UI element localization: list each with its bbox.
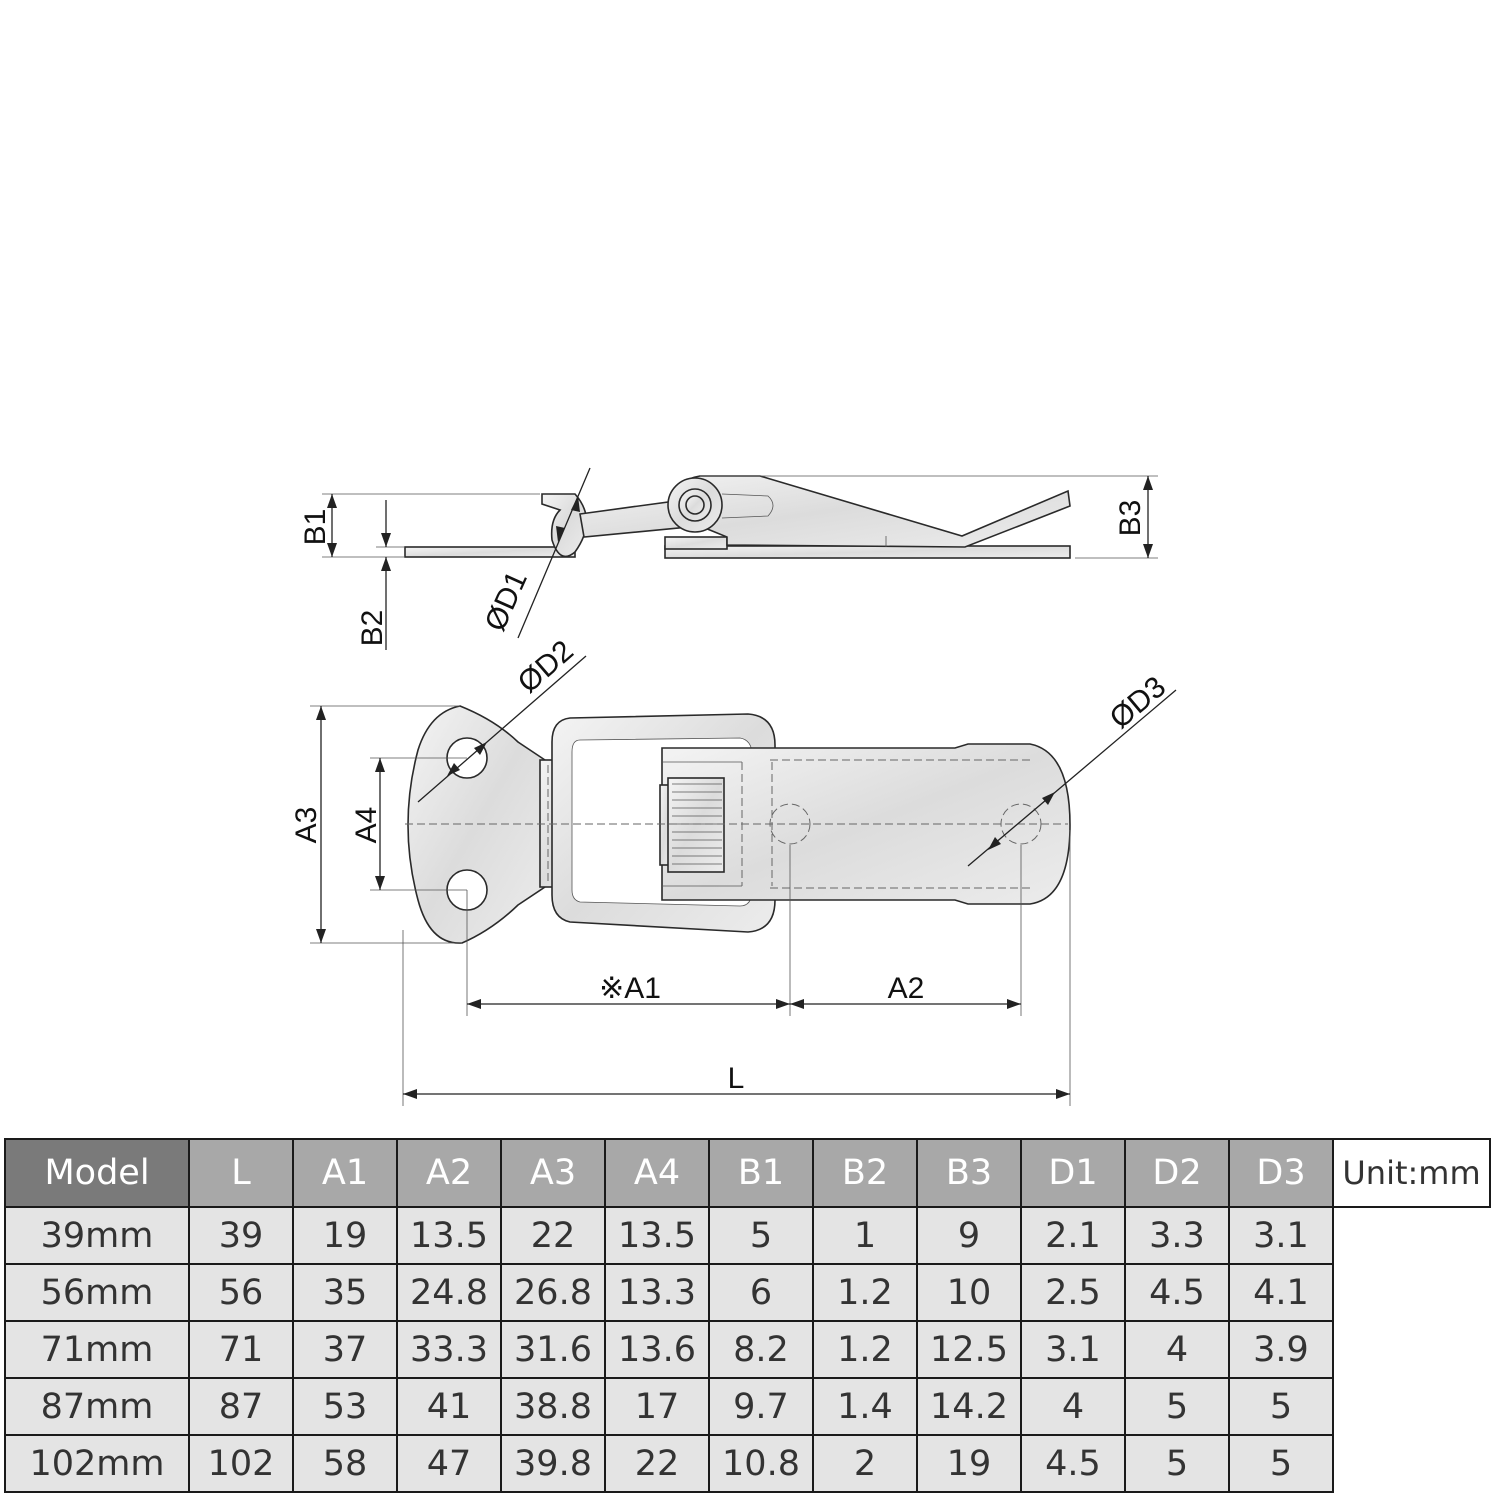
- table-cell: 3.1: [1228, 1206, 1334, 1265]
- table-cell: 13.6: [604, 1320, 710, 1379]
- table-cell: 87: [188, 1377, 294, 1436]
- header-model: Model: [4, 1138, 190, 1208]
- table-cell: 22: [604, 1434, 710, 1493]
- table-row: 39mm 39 19 13.5 22 13.5 5 1 9 2.1 3.3 3.…: [4, 1206, 1490, 1265]
- header-b1: B1: [708, 1138, 814, 1208]
- label-d1: ØD1: [479, 566, 534, 636]
- header-b3: B3: [916, 1138, 1022, 1208]
- table-cell: 87mm: [4, 1377, 190, 1436]
- table-row: 56mm 56 35 24.8 26.8 13.3 6 1.2 10 2.5 4…: [4, 1263, 1490, 1322]
- table-cell: 12.5: [916, 1320, 1022, 1379]
- label-b3: B3: [1114, 500, 1147, 537]
- table-cell: 4: [1124, 1320, 1230, 1379]
- table-cell: 5: [1124, 1377, 1230, 1436]
- table-cell: 22: [500, 1206, 606, 1265]
- header-a2: A2: [396, 1138, 502, 1208]
- table-cell: 102: [188, 1434, 294, 1493]
- unit-note: Unit:mm: [1332, 1138, 1491, 1208]
- table-cell: 4.1: [1228, 1263, 1334, 1322]
- table-cell: 33.3: [396, 1320, 502, 1379]
- table-cell: 2.5: [1020, 1263, 1126, 1322]
- header-d2: D2: [1124, 1138, 1230, 1208]
- table-cell: 1.2: [812, 1263, 918, 1322]
- table-cell: 13.3: [604, 1263, 710, 1322]
- label-a2: A2: [888, 972, 925, 1005]
- table-cell: 37: [292, 1320, 398, 1379]
- table-cell: 53: [292, 1377, 398, 1436]
- table-cell: 3.1: [1020, 1320, 1126, 1379]
- table-cell: 3.3: [1124, 1206, 1230, 1265]
- table-cell: 10.8: [708, 1434, 814, 1493]
- table-header-row: Model L A1 A2 A3 A4 B1 B2 B3 D1 D2 D3 Un…: [4, 1138, 1491, 1208]
- label-d2: ØD2: [512, 634, 580, 699]
- table-cell: 71: [188, 1320, 294, 1379]
- table-cell: 47: [396, 1434, 502, 1493]
- table-cell: 5: [708, 1206, 814, 1265]
- table-cell: 8.2: [708, 1320, 814, 1379]
- table-cell: 26.8: [500, 1263, 606, 1322]
- table-cell: 6: [708, 1263, 814, 1322]
- table-cell: 39: [188, 1206, 294, 1265]
- table-cell: 58: [292, 1434, 398, 1493]
- table-cell: 2.1: [1020, 1206, 1126, 1265]
- side-view: [404, 475, 1071, 559]
- table-cell: 38.8: [500, 1377, 606, 1436]
- table-cell: 5: [1228, 1434, 1334, 1493]
- table-cell: 1.2: [812, 1320, 918, 1379]
- table-row: 71mm 71 37 33.3 31.6 13.6 8.2 1.2 12.5 3…: [4, 1320, 1490, 1379]
- table-cell: 5: [1228, 1377, 1334, 1436]
- header-d1: D1: [1020, 1138, 1126, 1208]
- table-cell: 56: [188, 1263, 294, 1322]
- header-d3: D3: [1228, 1138, 1334, 1208]
- table-cell: 41: [396, 1377, 502, 1436]
- table-row: 87mm 87 53 41 38.8 17 9.7 1.4 14.2 4 5 5: [4, 1377, 1490, 1436]
- table-cell: 9: [916, 1206, 1022, 1265]
- label-b2: B2: [356, 610, 389, 647]
- table-cell: 17: [604, 1377, 710, 1436]
- table-cell: 71mm: [4, 1320, 190, 1379]
- table-cell: 14.2: [916, 1377, 1022, 1436]
- dimension-table: Model L A1 A2 A3 A4 B1 B2 B3 D1 D2 D3 Un…: [4, 1138, 1491, 1493]
- header-a3: A3: [500, 1138, 606, 1208]
- table-cell: 56mm: [4, 1263, 190, 1322]
- table-cell: 31.6: [500, 1320, 606, 1379]
- table-cell: 13.5: [604, 1206, 710, 1265]
- table-cell: 4: [1020, 1377, 1126, 1436]
- table-row: 102mm 102 58 47 39.8 22 10.8 2 19 4.5 5 …: [4, 1434, 1490, 1493]
- label-a1: ※A1: [599, 972, 661, 1005]
- header-l: L: [188, 1138, 294, 1208]
- table-cell: 24.8: [396, 1263, 502, 1322]
- table-cell: 10: [916, 1263, 1022, 1322]
- top-view: [405, 705, 1071, 944]
- header-a4: A4: [604, 1138, 710, 1208]
- label-l: L: [728, 1062, 745, 1095]
- label-a3: A3: [290, 807, 323, 844]
- top-dimensions: [310, 655, 1177, 1106]
- label-b1: B1: [299, 509, 332, 546]
- header-b2: B2: [812, 1138, 918, 1208]
- table-cell: 2: [812, 1434, 918, 1493]
- table-cell: 3.9: [1228, 1320, 1334, 1379]
- table-cell: 1.4: [812, 1377, 918, 1436]
- table-cell: 39.8: [500, 1434, 606, 1493]
- table-cell: 9.7: [708, 1377, 814, 1436]
- header-a1: A1: [292, 1138, 398, 1208]
- table-cell: 1: [812, 1206, 918, 1265]
- table-cell: 102mm: [4, 1434, 190, 1493]
- latch-technical-drawing: B1 B2 B3 ØD1 ØD2 ØD3 A3 A4 ※A1 A2 L: [290, 467, 1177, 1106]
- table-cell: 19: [916, 1434, 1022, 1493]
- label-a4: A4: [350, 807, 383, 844]
- table-cell: 39mm: [4, 1206, 190, 1265]
- table-cell: 4.5: [1020, 1434, 1126, 1493]
- table-cell: 13.5: [396, 1206, 502, 1265]
- side-dimensions: [322, 467, 1158, 650]
- label-d3: ØD3: [1104, 670, 1172, 735]
- table-cell: 5: [1124, 1434, 1230, 1493]
- table-cell: 35: [292, 1263, 398, 1322]
- table-cell: 4.5: [1124, 1263, 1230, 1322]
- table-cell: 19: [292, 1206, 398, 1265]
